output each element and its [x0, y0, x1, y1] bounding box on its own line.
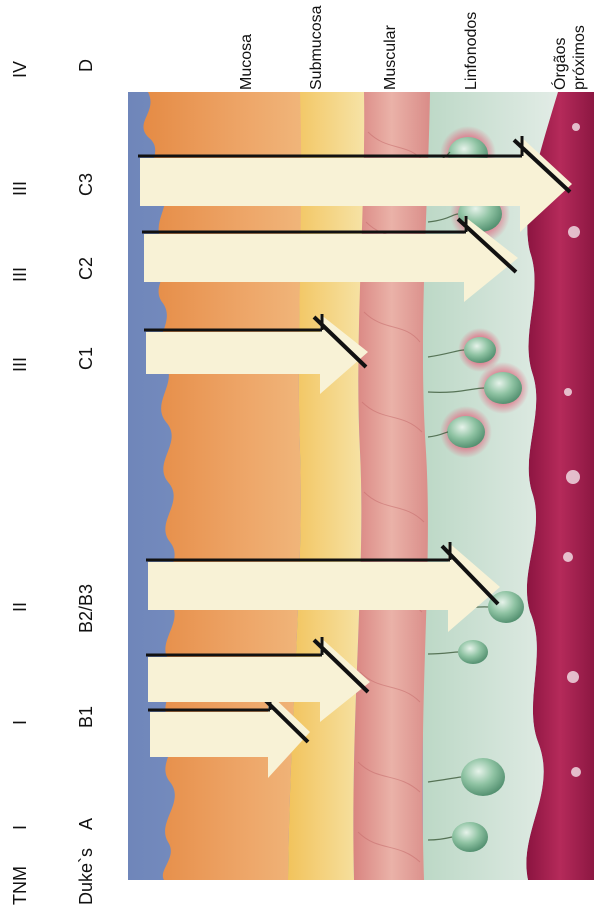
row-header-tnm: TNM [11, 866, 29, 905]
layer-label-submucosa: Submucosa [309, 6, 325, 91]
stage-tnm-d: IV [11, 61, 29, 78]
stage-tnm-a: I [11, 825, 29, 830]
stage-dukes-c1: C1 [77, 347, 95, 370]
lymph-node [452, 822, 488, 852]
row-header-dukes: Duke`s [77, 848, 95, 905]
layer-label-orgaos-proximos: próximos [572, 25, 588, 90]
stage-tnm-b1: I [11, 720, 29, 725]
lymph-node [458, 640, 488, 664]
layer-label-orgaos: Órgãos [553, 38, 569, 90]
stage-dukes-b2b3: B2/B3 [77, 584, 95, 633]
layer-label-linfonodos: Linfonodos [464, 12, 480, 90]
lymph-node [488, 591, 524, 623]
stage-tnm-c2: III [11, 267, 29, 282]
layer-label-mucosa: Mucosa [239, 34, 255, 90]
layer-label-muscular: Muscular [383, 25, 399, 90]
colon-wall-illustration [128, 92, 594, 880]
stage-dukes-b1: B1 [77, 706, 95, 728]
lymph-node [461, 758, 505, 796]
stage-dukes-c3: C3 [77, 173, 95, 196]
lymph-node [477, 362, 529, 414]
muscular-layer [353, 92, 430, 880]
stage-tnm-b2b3: II [11, 602, 29, 612]
stage-dukes-d: D [77, 59, 95, 72]
stage-dukes-c2: C2 [77, 257, 95, 280]
stage-tnm-c1: III [11, 357, 29, 372]
stage-tnm-c3: III [11, 181, 29, 196]
stage-dukes-a: A [77, 818, 95, 830]
